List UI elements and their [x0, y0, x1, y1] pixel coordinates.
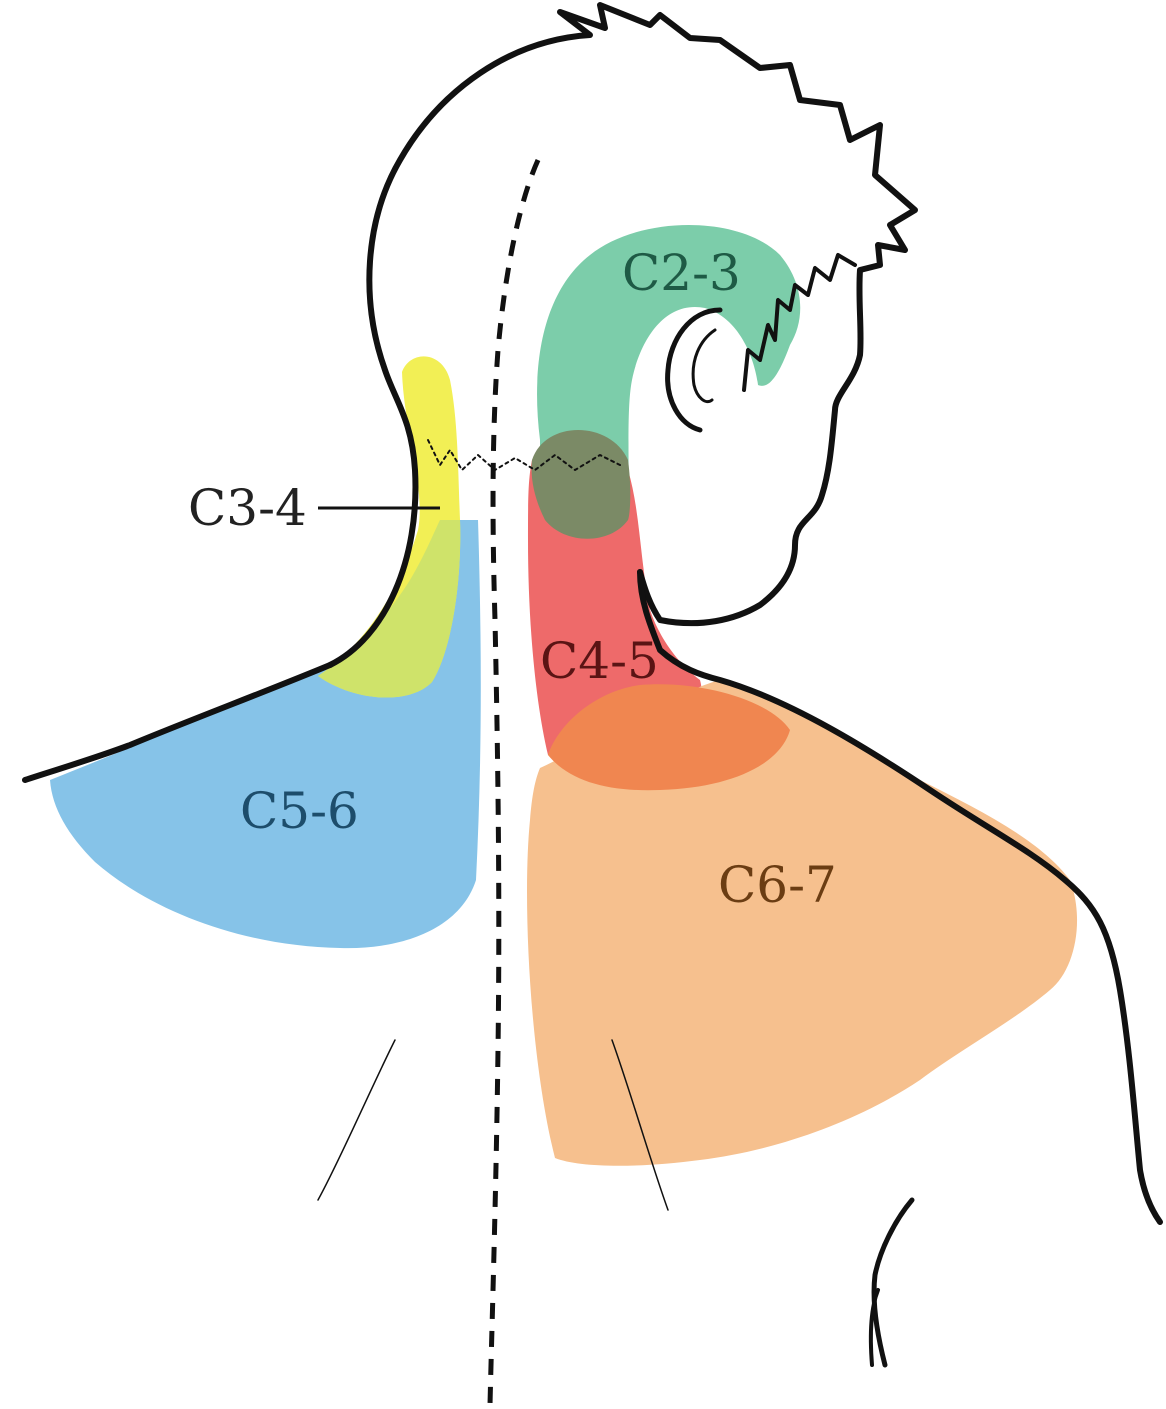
arm-crease [874, 1200, 912, 1365]
spinal-midline [490, 160, 538, 1405]
scapula-line-left [318, 1040, 395, 1200]
ear-inner [693, 330, 715, 402]
label-c6-7: C6-7 [718, 856, 837, 914]
label-c5-6: C5-6 [240, 782, 359, 840]
label-c4-5: C4-5 [540, 632, 659, 690]
label-c2-3: C2-3 [622, 244, 741, 302]
label-c3-4: C3-4 [188, 479, 307, 537]
